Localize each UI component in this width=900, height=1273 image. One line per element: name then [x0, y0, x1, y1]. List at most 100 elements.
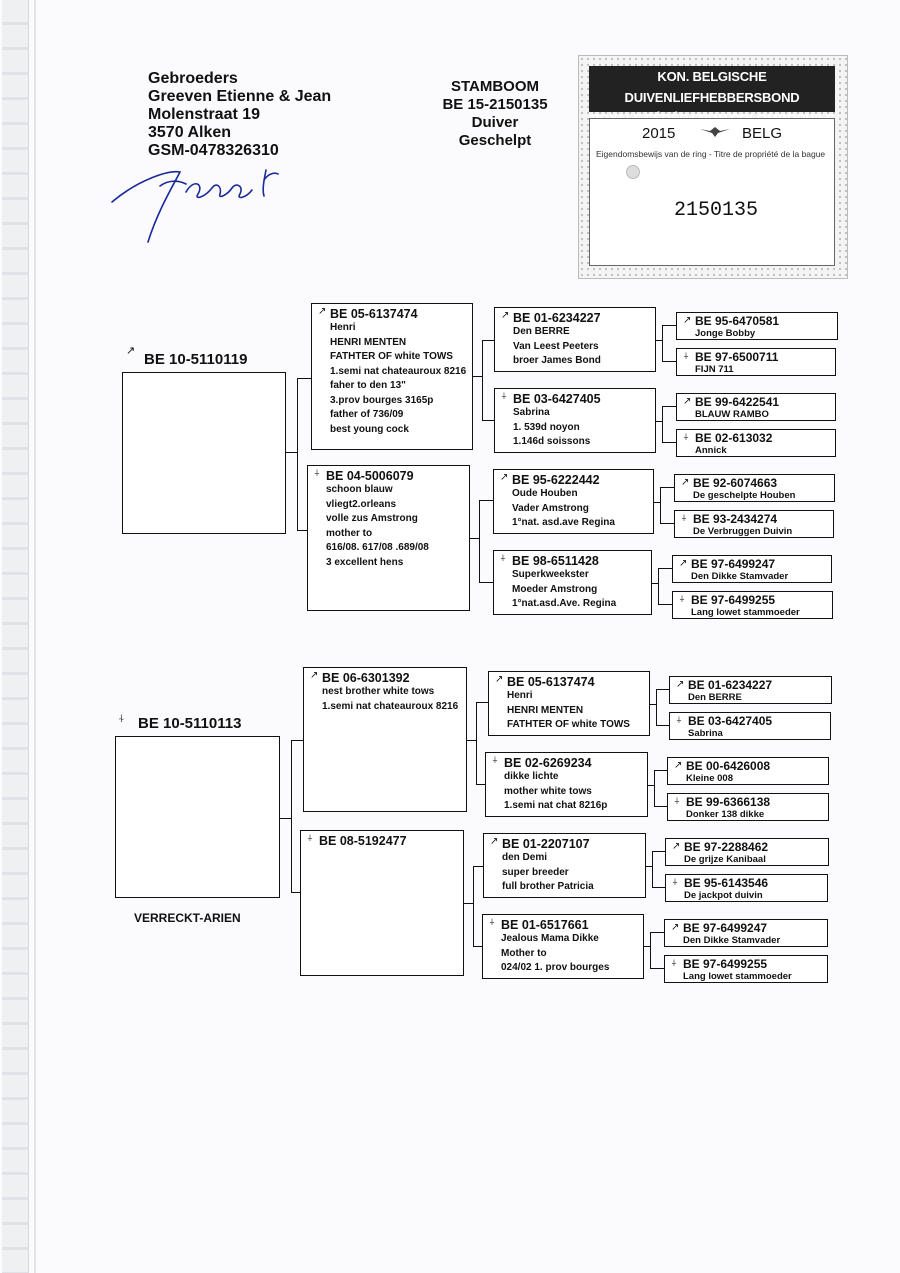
grandparent-ring: BE 02-6269234 — [504, 756, 592, 770]
father-ring: BE 10-5110119 — [144, 351, 248, 368]
male-sex-icon: ↗ — [683, 315, 692, 326]
pedigree-note: 1°nat.asd.Ave. Regina — [512, 598, 617, 609]
breeder-origin: VERRECKT-ARIEN — [134, 911, 241, 925]
pedigree-note: FIJN 711 — [695, 364, 734, 375]
male-sex-icon: ↗ — [679, 558, 688, 569]
pedigree-note: vliegt2.orleans — [326, 498, 397, 510]
pedigree-note: Lang lowet stammoeder — [691, 607, 800, 618]
male-sex-icon: ↗ — [674, 760, 683, 771]
pedigree-note: 1.146d soissons — [513, 436, 591, 447]
great-grandparent-box: ↗ BE 92-6074663 De geschelpte Houben — [674, 474, 835, 502]
female-sex-icon: ⍭ — [492, 755, 498, 766]
female-sex-icon: ⍭ — [672, 877, 678, 888]
punch-hole — [626, 165, 640, 179]
great-grandparent-box: ↗ BE 97-2288462 De grijze Kanibaal — [665, 838, 829, 866]
pedigree-note: De Verbruggen Duivin — [693, 526, 793, 537]
pedigree-note: Jealous Mama Dikke — [501, 933, 599, 944]
female-sex-icon: ⍭ — [500, 553, 506, 564]
pedigree-note: Jonge Bobby — [695, 328, 756, 339]
female-sex-icon: ⍭ — [314, 468, 320, 479]
female-sex-icon: ⍭ — [489, 917, 495, 928]
female-sex-icon: ⍭ — [307, 833, 313, 844]
male-sex-icon: ↗ — [501, 310, 510, 321]
great-grandparent-box: ⍭ BE 97-6499255 Lang lowet stammoeder — [672, 591, 833, 619]
great-grandparent-box: ⍭ BE 97-6500711 FIJN 711 — [676, 348, 836, 376]
owner-line: Greeven Etienne & Jean — [148, 88, 332, 105]
pedigree-note: faher to den 13" — [330, 380, 406, 391]
pedigree-note: Henri — [507, 690, 533, 701]
pedigree-note: Mother to — [501, 947, 547, 959]
federation-name-nl: KON. BELGISCHE DUIVENLIEFHEBBERSBOND — [624, 69, 800, 105]
mother-sire-box: ↗ BE 06-6301392 nest brother white tows … — [303, 667, 467, 812]
female-sex-icon: ⍭ — [501, 391, 507, 402]
pedigree-note: Sabrina — [688, 728, 723, 739]
certificate-ring-number: 2150135 — [674, 199, 759, 222]
pigeon-emblem-icon — [698, 125, 732, 142]
pedigree-note: 616/08. 617/08 .689/08 — [326, 542, 429, 553]
pedigree-note: FATHTER OF white TOWS — [330, 351, 453, 362]
pedigree-note: schoon blauw — [326, 484, 393, 495]
mother-ring: BE 10-5110113 — [138, 715, 242, 732]
certificate-panel: 2015 BELG Eigendomsbewijs van de ring - … — [589, 118, 835, 266]
great-grandparent-box: ⍭ BE 97-6499255 Lang lowet stammoeder — [664, 955, 828, 983]
pedigree-note: Lang lowet stammoeder — [683, 971, 792, 982]
pedigree-title: STAMBOOM BE 15-2150135 Duiver Geschelpt — [410, 78, 580, 150]
pedigree-note: Moeder Amstrong — [512, 583, 598, 595]
great-grandparent-box: ↗ BE 97-6499247 Den Dikke Stamvader — [672, 555, 832, 583]
grandparent-ring: BE 98-6511428 — [512, 554, 599, 568]
great-grandparent-ring: BE 97-6499247 — [683, 921, 768, 935]
female-sex-icon: ⍭ — [674, 796, 680, 807]
pedigree-note: father of 736/09 — [330, 409, 404, 420]
pedigree-note: FATHTER OF white TOWS — [507, 719, 630, 730]
federation-band: KON. BELGISCHE DUIVENLIEFHEBBERSBOND ROY… — [589, 66, 835, 147]
mother-sire-sire-box: ↗ BE 05-6137474 Henri HENRI MENTEN FATHT… — [488, 671, 650, 736]
great-grandparent-box: ⍭ BE 03-6427405 Sabrina — [669, 712, 831, 740]
great-grandparent-ring: BE 97-6499247 — [691, 557, 776, 571]
pedigree-note: Sabrina — [513, 407, 550, 418]
father-sire-sire-box: ↗ BE 01-6234227 Den BERRE Van Leest Peet… — [494, 307, 656, 372]
male-sex-icon: ↗ — [495, 674, 504, 685]
pedigree-note: 1. 539d noyon — [513, 421, 580, 433]
pedigree-note: Vader Amstrong — [512, 502, 589, 514]
pedigree-note: nest brother white tows — [322, 686, 435, 697]
great-grandparent-ring: BE 03-6427405 — [688, 714, 773, 728]
binder-perforation — [2, 0, 29, 1273]
pedigree-note: Den BERRE — [513, 326, 570, 337]
great-grandparent-ring: BE 97-6499255 — [683, 957, 768, 971]
pedigree-note: Donker 138 dikke — [686, 809, 765, 820]
owner-line: Gebroeders — [148, 70, 238, 87]
pedigree-note: Den BERRE — [688, 692, 742, 703]
male-sex-icon: ↗ — [671, 922, 680, 933]
mother-dam-sire-box: ↗ BE 01-2207107 den Demi super breeder f… — [483, 833, 646, 898]
great-grandparent-ring: BE 95-6470581 — [695, 314, 780, 328]
title-line: STAMBOOM — [450, 78, 540, 95]
father-photo-frame — [122, 372, 286, 534]
title-line: BE 15-2150135 — [442, 96, 548, 113]
certificate-country: BELG — [742, 125, 783, 142]
pedigree-note: mother to — [326, 527, 373, 539]
great-grandparent-ring: BE 97-6500711 — [695, 350, 779, 364]
mother-dam-dam-box: ⍭ BE 01-6517661 Jealous Mama Dikke Mothe… — [482, 914, 644, 979]
pedigree-note: De jackpot duivin — [684, 890, 763, 901]
great-grandparent-ring: BE 93-2434274 — [693, 512, 778, 526]
title-line: Geschelpt — [458, 132, 532, 149]
grandparent-ring: BE 05-6137474 — [507, 675, 595, 689]
grandparent-ring: BE 01-6234227 — [513, 311, 601, 325]
pedigree-note: Kleine 008 — [686, 773, 733, 784]
female-sex-icon: ⍭ — [671, 958, 677, 969]
great-grandparent-box: ↗ BE 97-6499247 Den Dikke Stamvader — [664, 919, 828, 947]
great-grandparent-box: ↗ BE 95-6470581 Jonge Bobby — [676, 312, 838, 340]
pedigree-note: broer James Bond — [513, 355, 601, 366]
great-grandparent-ring: BE 02-613032 — [695, 431, 773, 445]
pedigree-note: best young cock — [330, 423, 409, 435]
male-sex-icon: ↗ — [126, 345, 136, 357]
father-sire-box: ↗ BE 05-6137474 Henri HENRI MENTEN FATHT… — [311, 303, 473, 450]
great-grandparent-box: ↗ BE 01-6234227 Den BERRE — [669, 676, 832, 704]
great-grandparent-box: ⍭ BE 95-6143546 De jackpot duivin — [665, 874, 828, 902]
grandparent-ring: BE 03-6427405 — [513, 392, 601, 406]
male-sex-icon: ↗ — [318, 306, 327, 317]
great-grandparent-box: ⍭ BE 93-2434274 De Verbruggen Duivin — [674, 510, 834, 538]
great-grandparent-box: ↗ BE 99-6422541 BLAUW RAMBO — [676, 393, 836, 421]
pedigree-note: BLAUW RAMBO — [695, 409, 769, 420]
pedigree-note: Den Dikke Stamvader — [691, 571, 789, 582]
